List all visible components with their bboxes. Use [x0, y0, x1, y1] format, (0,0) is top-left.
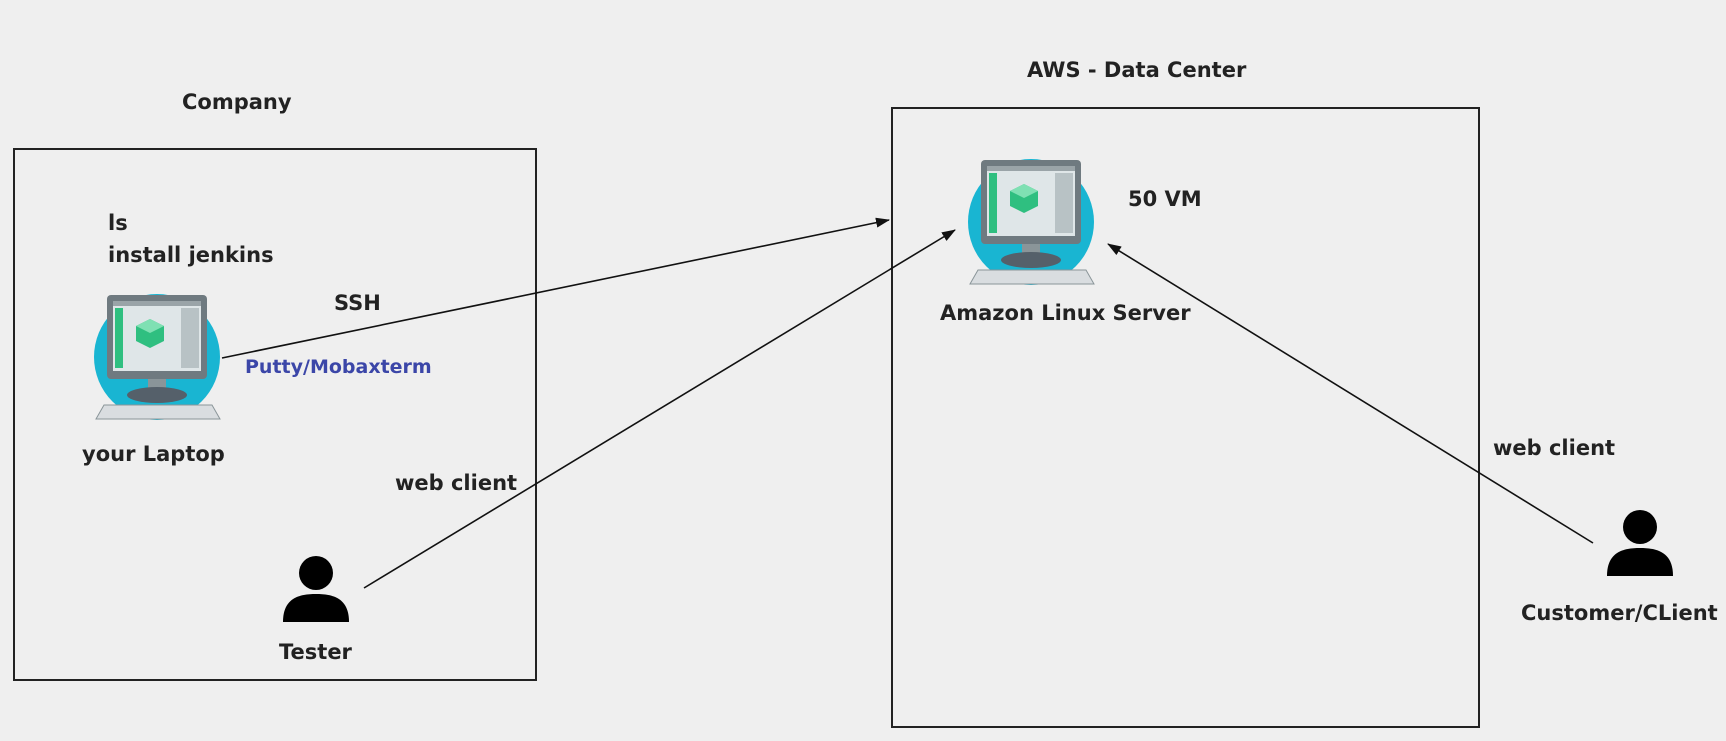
command-ls: ls [108, 211, 128, 235]
tester-person-icon [283, 556, 349, 622]
aws-boundary [891, 107, 1480, 728]
server-label: Amazon Linux Server [940, 301, 1191, 325]
company-title: Company [182, 90, 292, 114]
ssh-arrow [221, 217, 890, 359]
command-install-jenkins: install jenkins [108, 243, 274, 267]
customer-label: Customer/CLient [1521, 601, 1718, 625]
command-list: ls install jenkins [108, 207, 274, 271]
server-monitor-icon [968, 159, 1095, 285]
tester-label: Tester [279, 640, 352, 664]
customer-web-client-arrow [1107, 243, 1594, 544]
aws-title: AWS - Data Center [1027, 58, 1247, 82]
laptop-monitor-icon [94, 294, 221, 420]
customer-person-icon [1607, 510, 1673, 576]
tester-web-client-arrow [363, 229, 956, 589]
ssh-label: SSH [334, 291, 381, 315]
laptop-label: your Laptop [82, 442, 225, 466]
vm-count-label: 50 VM [1128, 187, 1202, 211]
customer-web-client-label: web client [1493, 436, 1616, 460]
tester-web-client-label: web client [395, 471, 518, 495]
tool-label: Putty/Mobaxterm [245, 356, 432, 378]
company-boundary [13, 148, 537, 681]
